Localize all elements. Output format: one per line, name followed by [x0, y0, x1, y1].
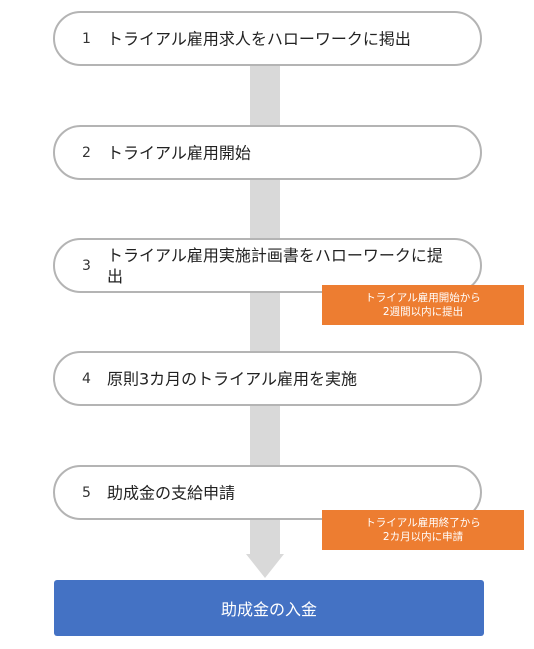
step-number: 2 — [82, 144, 91, 161]
step-label: トライアル雇用開始 — [107, 143, 251, 162]
step-number: 4 — [82, 370, 91, 387]
step-4: 4 原則3カ月のトライアル雇用を実施 — [53, 351, 482, 406]
final-payment-box: 助成金の入金 — [54, 580, 484, 636]
step-label: トライアル雇用求人をハローワークに掲出 — [107, 29, 411, 48]
step-number: 5 — [82, 484, 91, 501]
step-3: 3 トライアル雇用実施計画書をハローワークに提出 — [53, 238, 482, 293]
step-label: 助成金の支給申請 — [107, 483, 236, 502]
note-line: 2カ月以内に申請 — [382, 531, 464, 543]
arrow-down-icon — [246, 554, 284, 578]
step-number: 1 — [82, 30, 91, 47]
final-label: 助成金の入金 — [220, 600, 317, 619]
note-line: トライアル雇用終了から — [365, 517, 481, 529]
step-1: 1 トライアル雇用求人をハローワークに掲出 — [53, 11, 482, 66]
deadline-note-submit: トライアル雇用開始から 2週間以内に提出 — [322, 285, 524, 325]
note-line: 2週間以内に提出 — [382, 306, 464, 318]
deadline-note-apply: トライアル雇用終了から 2カ月以内に申請 — [322, 510, 524, 550]
step-label: トライアル雇用実施計画書をハローワークに提出 — [107, 245, 443, 286]
step-2: 2 トライアル雇用開始 — [53, 125, 482, 180]
step-label: 原則3カ月のトライアル雇用を実施 — [107, 369, 358, 388]
step-number: 3 — [82, 257, 91, 274]
note-line: トライアル雇用開始から — [365, 292, 481, 304]
